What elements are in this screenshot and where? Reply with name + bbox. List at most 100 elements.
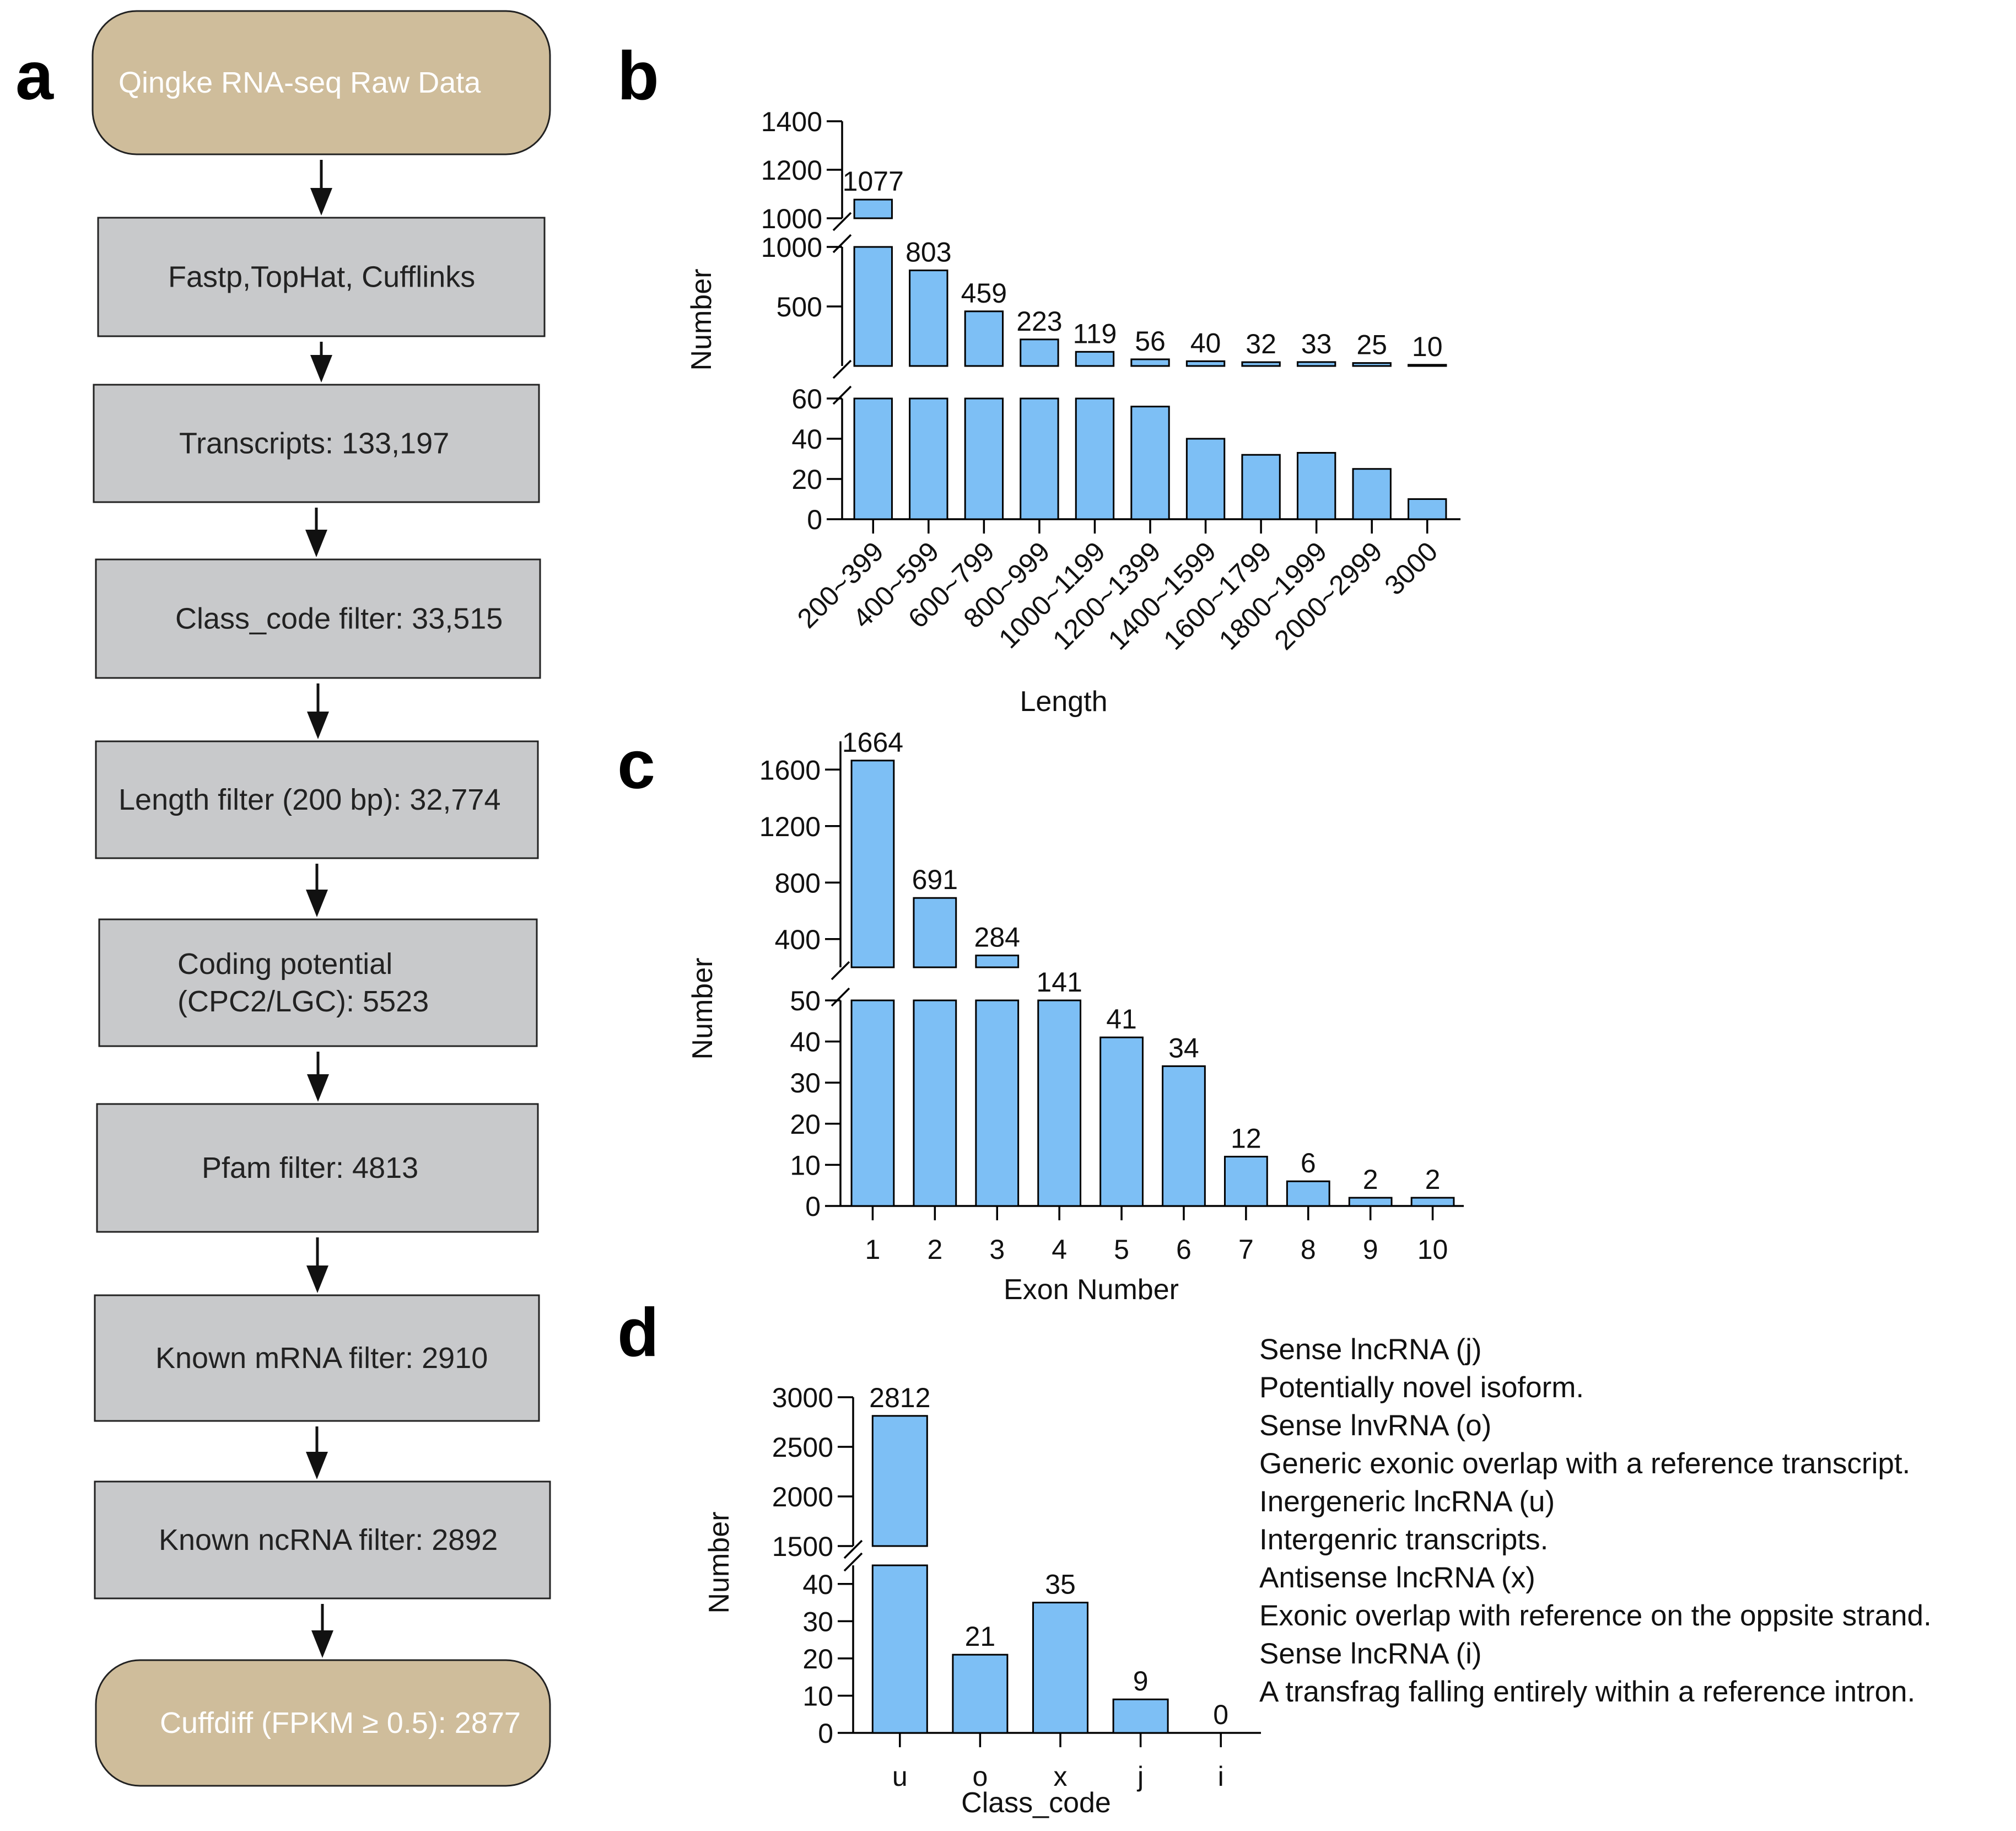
data-label: 10 [1412,331,1443,362]
y-tick-label: 0 [818,1718,833,1749]
flow-arrow-head [306,1265,328,1293]
y-tick-label: 0 [805,1191,821,1222]
x-axis-title: Exon Number [1004,1274,1179,1306]
bar-segment [913,897,957,968]
axis-break-mark [832,234,852,254]
legend-line: Potentially novel isoform. [1259,1371,1584,1404]
data-label: 41 [1106,1004,1137,1035]
legend-line: Intergenric transcripts. [1259,1523,1548,1556]
y-tick-label: 1500 [772,1531,833,1562]
y-tick-label: 20 [791,464,822,495]
y-tick-label: 60 [791,384,822,414]
x-tick-label: 4 [1052,1234,1067,1265]
flow-step-text: Coding potential [177,947,392,981]
y-tick-label: 800 [775,868,821,898]
data-label: 119 [1073,318,1117,349]
data-label: 803 [905,237,951,268]
flow-arrow-head [307,712,329,739]
legend-line: Antisense lncRNA (x) [1259,1561,1535,1594]
bar-segment [1020,397,1059,520]
bar-segment [1075,397,1115,520]
x-tick-label: 5 [1114,1234,1129,1265]
bar-segment [1020,338,1059,367]
flow-process-box [95,558,541,679]
flow-arrow-head [311,1630,333,1658]
axis-break-mark [832,385,852,405]
y-axis-title: Number [687,958,719,1060]
x-tick-label: 3 [989,1234,1005,1265]
x-axis-title: Class_code [961,1787,1111,1819]
bar-segment [1348,1197,1393,1207]
y-tick-label: 1000 [761,203,822,234]
axis-break-mark [843,1539,863,1559]
panel-label-b: b [617,38,659,114]
bar-segment [952,1654,1009,1734]
bar-segment [1185,438,1226,520]
x-tick-label: 6 [1176,1234,1192,1265]
flow-step-text: Known ncRNA filter: 2892 [159,1523,498,1557]
x-tick-label: 9 [1363,1234,1378,1265]
data-label: 40 [1190,327,1221,358]
y-tick-label: 3000 [772,1382,833,1413]
chart-d-legend: Sense lncRNA (j)Potentially novel isofor… [1259,1333,1932,1708]
bar-segment [1286,1180,1330,1207]
bar-segment [1223,1155,1268,1207]
x-tick-label: 7 [1238,1234,1254,1265]
y-tick-label: 20 [802,1644,833,1674]
x-tick-label: 10 [1417,1234,1448,1265]
data-label: 1664 [842,727,903,758]
bar-segment [975,954,1020,968]
axis-break-mark [843,1552,863,1572]
axis-break-mark [832,359,852,379]
bar-segment [1241,361,1281,367]
bar-segment [909,397,948,520]
data-label: 223 [1016,306,1062,337]
legend-line: Sense lnvRNA (o) [1259,1409,1491,1442]
x-axis-title: Length [1020,686,1107,718]
data-label: 9 [1133,1666,1149,1697]
data-label: 2 [1363,1164,1378,1195]
y-tick-label: 400 [775,924,821,955]
y-tick-label: 1200 [761,155,822,186]
bar-segment [1408,364,1447,367]
data-label: 32 [1246,328,1276,359]
flow-step-text: Class_code filter: 33,515 [175,602,503,636]
y-tick-label: 500 [777,292,822,322]
bar-segment [853,198,893,219]
bar-segment [1112,1698,1169,1734]
y-tick-label: 20 [790,1109,821,1140]
data-label: 2812 [869,1382,930,1413]
data-label: 25 [1356,330,1387,360]
flow-terminal-box [91,10,551,155]
legend-line: Sense lncRNA (i) [1259,1638,1482,1670]
data-label: 6 [1301,1148,1316,1178]
flow-process-box [97,217,546,337]
bar-segment [1352,362,1392,367]
y-tick-label: 1400 [761,106,822,137]
x-tick-label: 1 [865,1234,881,1265]
y-tick-label: 30 [802,1606,833,1637]
y-tick-label: 1200 [759,811,821,842]
flow-arrow-head [306,890,328,917]
bar-segment [871,1415,928,1547]
data-label: 56 [1135,326,1166,357]
y-tick-label: 0 [807,504,822,535]
bar-segment [1410,1197,1455,1207]
y-tick-label: 2000 [772,1482,833,1512]
bar-segment [1130,358,1170,367]
bar-segment [1296,361,1336,367]
y-tick-label: 40 [802,1569,833,1600]
flow-arrow-head [306,1452,328,1479]
bar-segment [913,999,957,1207]
bar-segment [850,999,895,1207]
flow-step-text: Qingke RNA-seq Raw Data [118,66,481,99]
bar-segment [1032,1602,1089,1734]
flow-step-text: Pfam filter: 4813 [202,1151,418,1184]
x-tick-label: 8 [1301,1234,1316,1265]
axis-break-mark [832,212,852,231]
data-label: 21 [965,1621,996,1652]
data-label: 34 [1168,1032,1199,1063]
bar-segment [1130,406,1170,520]
